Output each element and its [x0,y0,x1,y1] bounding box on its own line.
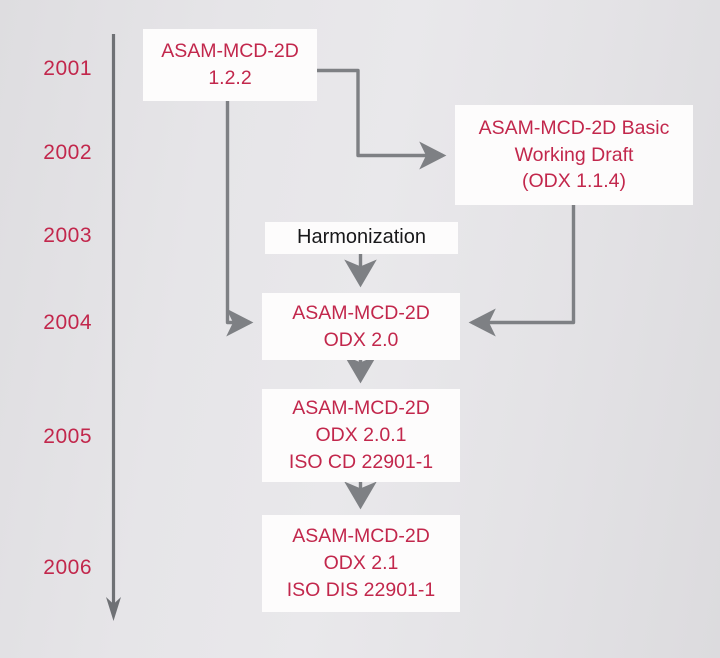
node-line: ODX 2.1 [323,552,399,575]
node-line: 1.2.2 [208,67,252,89]
connector-basicwd-to-odx20 [468,205,576,337]
node-asam-mcd-2d-odx-2-0[interactable]: ASAM-MCD-2D ODX 2.0 [262,293,460,360]
connector-odx122-to-odx20 [225,101,254,337]
node-asam-mcd-2d-1-2-2[interactable]: ASAM-MCD-2D 1.2.2 [143,29,317,101]
node-line: Working Draft [514,143,634,166]
timeline-axis [106,34,121,621]
connector-odx122-to-basicwd [317,68,447,170]
node-asam-mcd-2d-odx-2-1[interactable]: ASAM-MCD-2D ODX 2.1 ISO DIS 22901-1 [262,515,460,612]
node-line: ASAM-MCD-2D Basic [478,116,670,139]
year-label-2001: 2001 [43,57,92,80]
node-line: ODX 2.0.1 [315,424,407,447]
node-line: ASAM-MCD-2D [161,40,299,63]
node-line: ASAM-MCD-2D [292,525,430,548]
node-line: ISO DIS 22901-1 [286,578,436,601]
node-asam-mcd-2d-basic-working-draft[interactable]: ASAM-MCD-2D Basic Working Draft (ODX 1.1… [455,105,693,205]
node-line: ISO CD 22901-1 [288,450,434,473]
node-line: ASAM-MCD-2D [292,397,430,420]
node-asam-mcd-2d-odx-2-0-1[interactable]: ASAM-MCD-2D ODX 2.0.1 ISO CD 22901-1 [262,389,460,482]
node-line: (ODX 1.1.4) [521,170,627,193]
year-label-2004: 2004 [43,311,92,334]
node-line: Harmonization [297,226,426,249]
year-label-2003: 2003 [43,224,92,247]
node-line: ODX 2.0 [323,328,399,351]
node-line: ASAM-MCD-2D [292,301,430,324]
node-harmonization[interactable]: Harmonization [265,222,458,254]
year-label-2002: 2002 [43,141,92,164]
year-label-2005: 2005 [43,425,92,448]
year-label-2006: 2006 [43,556,92,579]
